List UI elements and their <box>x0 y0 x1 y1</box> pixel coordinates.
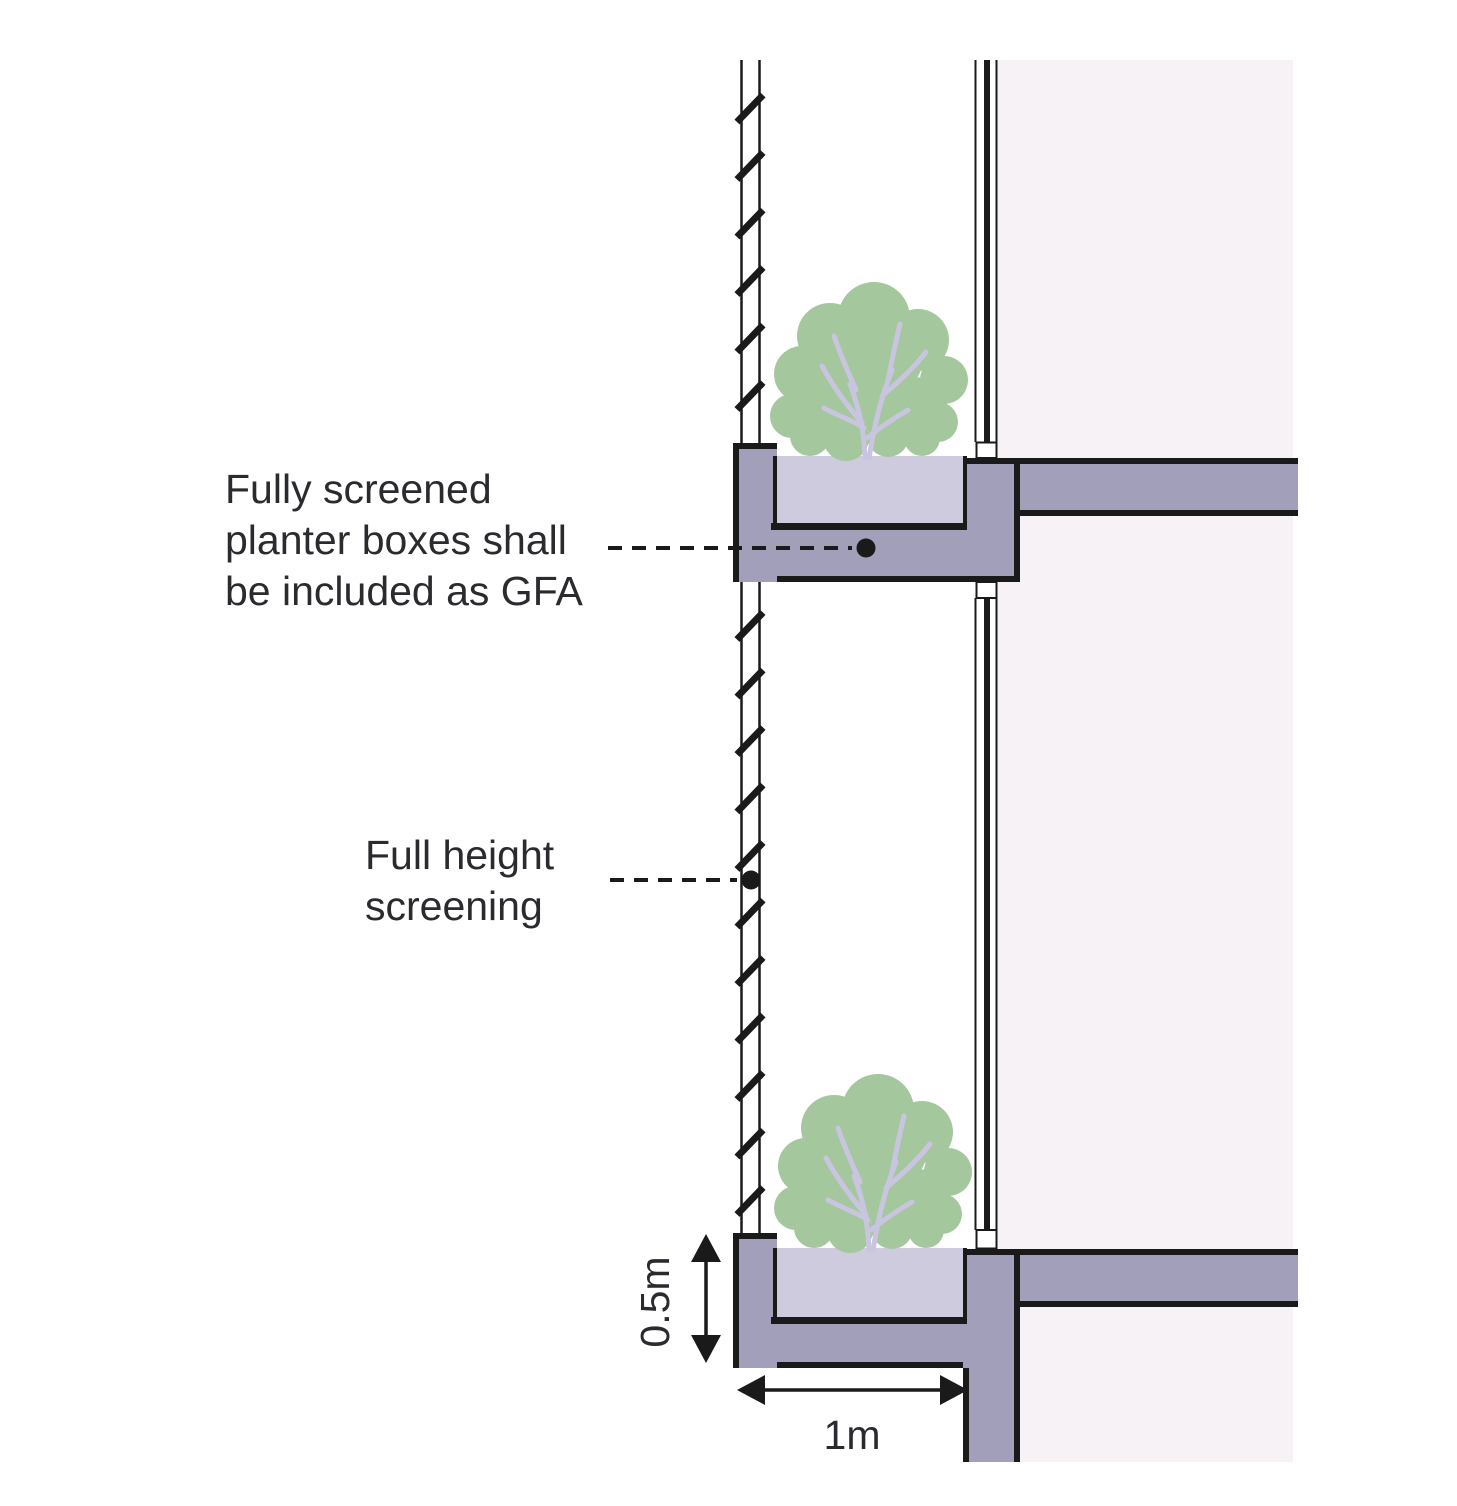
screen-hatch-marks <box>734 92 766 1217</box>
screen-note-label: Full height screening <box>365 832 555 929</box>
dimension-arrow-horizontal <box>737 1375 968 1405</box>
planter-upper-column <box>963 464 1020 582</box>
window-sill-boxes <box>975 441 998 1250</box>
planter-upper-left-wall <box>733 443 777 582</box>
planter-lower-left-wall <box>733 1233 777 1368</box>
building-facade-wall <box>997 60 1293 1462</box>
tree-lower <box>774 1074 972 1253</box>
leader-dot <box>856 538 876 558</box>
leader-planter-note <box>608 538 876 558</box>
dimension-arrow-vertical <box>691 1234 721 1363</box>
privacy-screen <box>734 60 766 1233</box>
planter-width-dimension: 1m <box>823 1412 881 1458</box>
planter-depth-dimension: 0.5m <box>632 1256 678 1348</box>
planter-note-label: Fully screened planter boxes shall be in… <box>225 466 583 614</box>
planter-upper-soil <box>773 456 967 523</box>
planter-lower-column <box>963 1255 1020 1462</box>
planter-lower-soil-edge <box>771 1317 967 1324</box>
leader-screen-note <box>610 870 761 890</box>
planter-lower-column-edge <box>963 1368 969 1462</box>
planter-lower-soil <box>773 1248 967 1317</box>
planter-upper-soil-edge <box>771 523 967 530</box>
glazing-lines <box>974 60 998 1230</box>
tree-upper <box>770 282 968 461</box>
leader-dot <box>741 870 761 890</box>
